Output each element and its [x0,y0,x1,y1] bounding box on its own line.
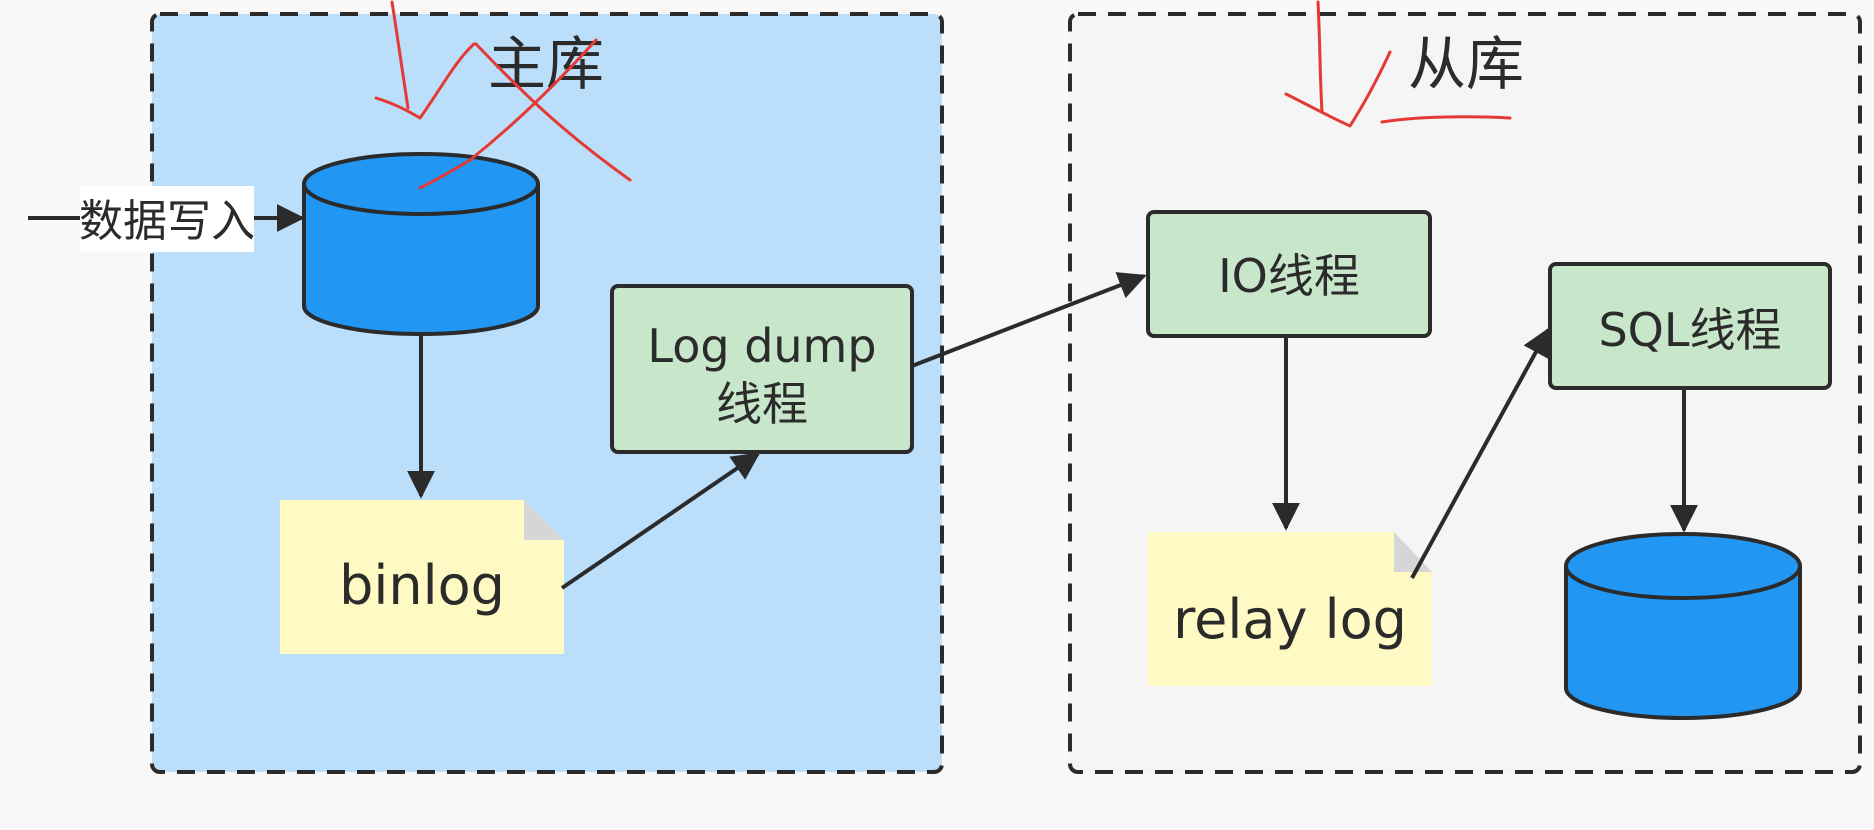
arrow-relaylog-to-sql [1410,327,1550,579]
annotation-underline [1380,115,1512,124]
arrow-binlog-to-logdump [560,452,761,590]
annotation-check-mark [374,42,476,120]
red-handwritten-annotations [374,0,1512,190]
io-thread-label: IO线程 [1218,249,1360,303]
relay-log-file: relay log [1148,532,1432,686]
data-write-label: 数据写入 [79,196,255,247]
master-title: 主库 [488,30,604,98]
slave-title: 从库 [1408,30,1524,98]
annotation-stroke [1316,0,1324,114]
binlog-file: binlog [280,500,564,654]
sql-thread-box: SQL线程 [1548,262,1832,390]
log-dump-label-line1: Log dump [647,319,876,373]
binlog-label: binlog [339,554,505,617]
log-dump-label-line2: 线程 [716,377,808,431]
sql-thread-label: SQL线程 [1598,303,1781,357]
annotation-stroke [390,0,410,110]
annotation-cross-stroke-2 [474,42,632,182]
annotation-check-mark [1284,50,1392,128]
data-write-input: 数据写入 [28,186,305,252]
database-cylinder-icon [302,152,540,336]
annotation-cross-stroke-1 [418,38,598,190]
database-cylinder-icon [1564,532,1802,720]
log-dump-thread-box: Log dump 线程 [610,284,914,454]
io-thread-box: IO线程 [1146,210,1432,338]
relay-log-label: relay log [1173,588,1407,651]
data-write-label-bg [80,186,254,252]
arrow-logdump-to-io [911,272,1147,368]
